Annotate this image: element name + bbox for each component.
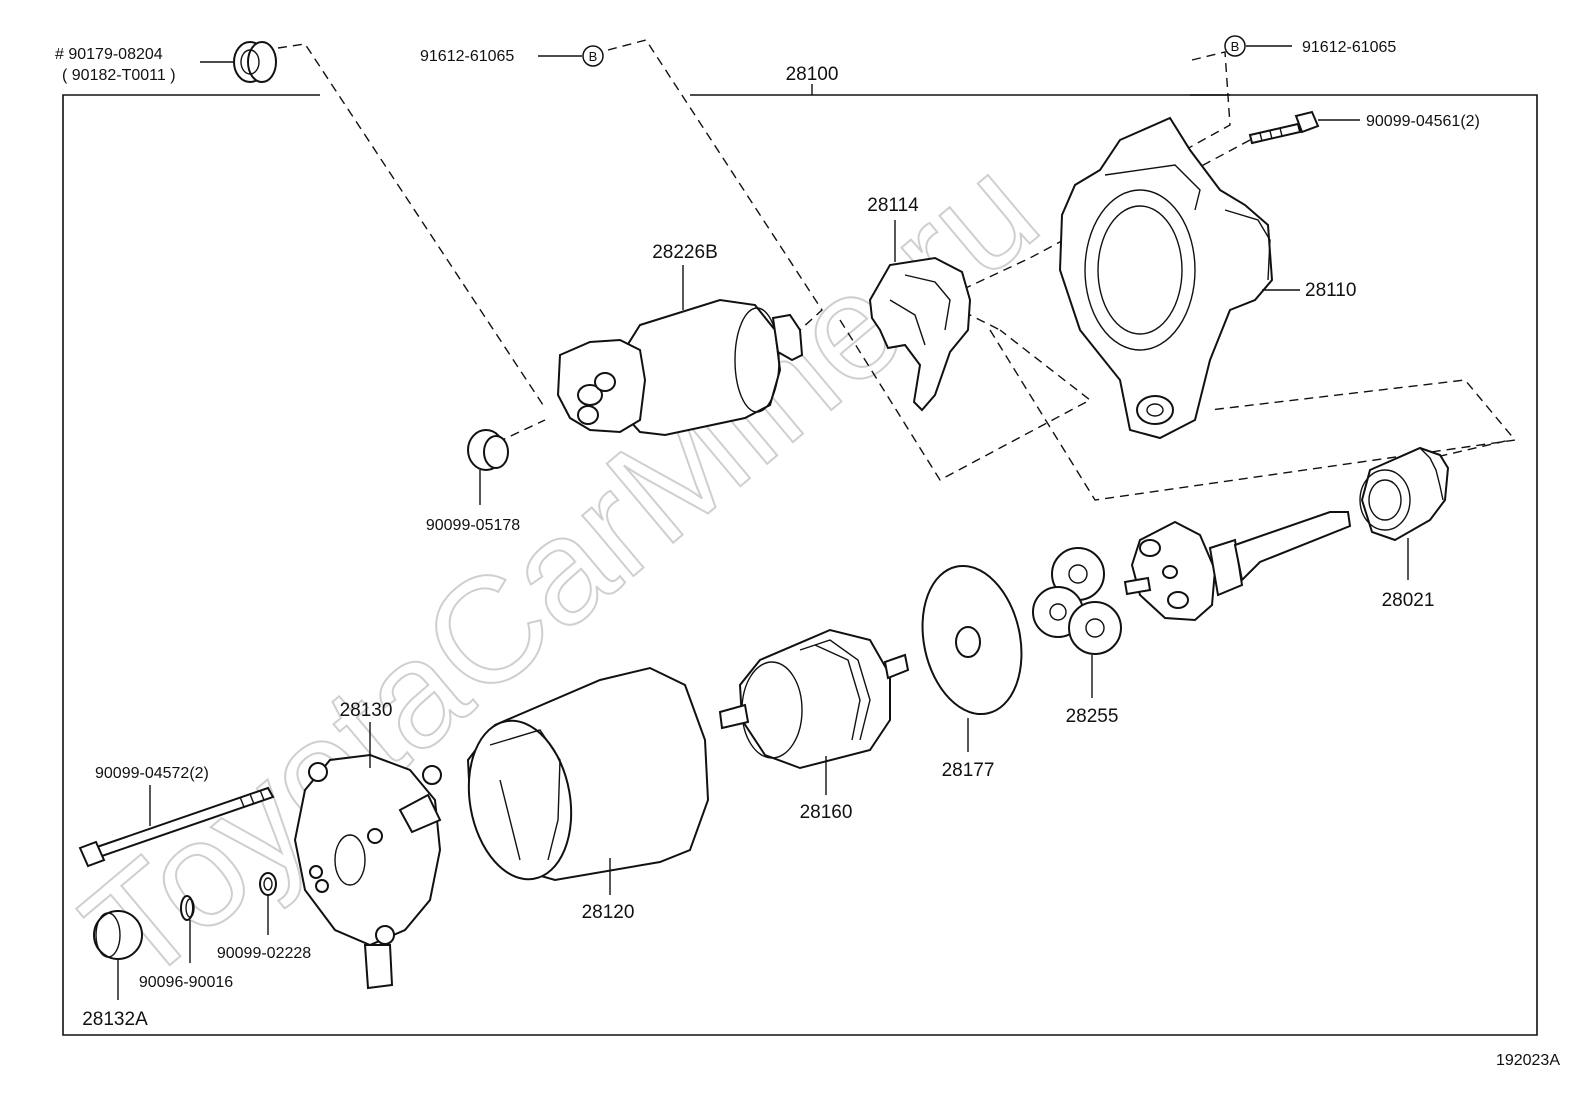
label-28177: 28177	[942, 760, 995, 781]
clip-90096-90016	[180, 895, 195, 963]
label-28132A: 28132A	[82, 1009, 148, 1030]
label-28120: 28120	[582, 902, 635, 923]
label-28226B: 28226B	[652, 242, 718, 263]
yoke-28120	[466, 666, 710, 895]
solenoid-28226B	[556, 265, 804, 437]
plate-28177	[921, 564, 1023, 752]
label-90179-08204: # 90179-08204	[55, 46, 163, 63]
planetary-gears-28255	[1032, 547, 1122, 698]
label-90182-T0011: ( 90182-T0011 )	[62, 67, 176, 84]
assembly-frame	[62, 84, 1538, 1036]
label-91612-61065-left: 91612-61065	[420, 48, 514, 65]
washer-90099-02228	[259, 872, 277, 935]
bolt-90099-04561	[1248, 110, 1360, 145]
pinion-gear-28021	[1359, 446, 1450, 580]
label-28130: 28130	[340, 700, 393, 721]
watermark-text: ToyotaCarMine.ru	[53, 125, 1068, 1015]
cap-28132A	[93, 910, 143, 1000]
through-bolt-90099-04572	[78, 785, 275, 868]
planetary-shaft	[1123, 511, 1352, 622]
label-28100: 28100	[786, 64, 839, 85]
label-28114: 28114	[867, 195, 919, 216]
label-90099-05178: 90099-05178	[426, 517, 520, 534]
diagram-code: 192023A	[1496, 1052, 1560, 1069]
label-90099-02228: 90099-02228	[217, 945, 311, 962]
bolt-ref-b-left: B	[582, 45, 604, 67]
label-28160: 28160	[800, 802, 853, 823]
housing-28110	[1058, 116, 1300, 440]
label-90099-04572: 90099-04572(2)	[95, 765, 209, 782]
svg-text:B: B	[589, 49, 598, 64]
label-91612-61065-right: 91612-61065	[1302, 39, 1396, 56]
label-90099-04561: 90099-04561(2)	[1366, 113, 1480, 130]
svg-text:B: B	[1231, 39, 1240, 54]
label-90096-90016: 90096-90016	[139, 974, 233, 991]
label-28255: 28255	[1066, 706, 1119, 727]
armature-28160	[718, 628, 910, 795]
grommet-90179-08204	[200, 41, 277, 83]
end-frame-28130	[293, 722, 442, 990]
label-28110: 28110	[1305, 280, 1356, 301]
bolt-ref-b-right: B	[1224, 35, 1246, 57]
lever-28114	[868, 220, 972, 412]
bushing-90099-05178	[467, 429, 509, 505]
label-28021: 28021	[1382, 590, 1435, 611]
